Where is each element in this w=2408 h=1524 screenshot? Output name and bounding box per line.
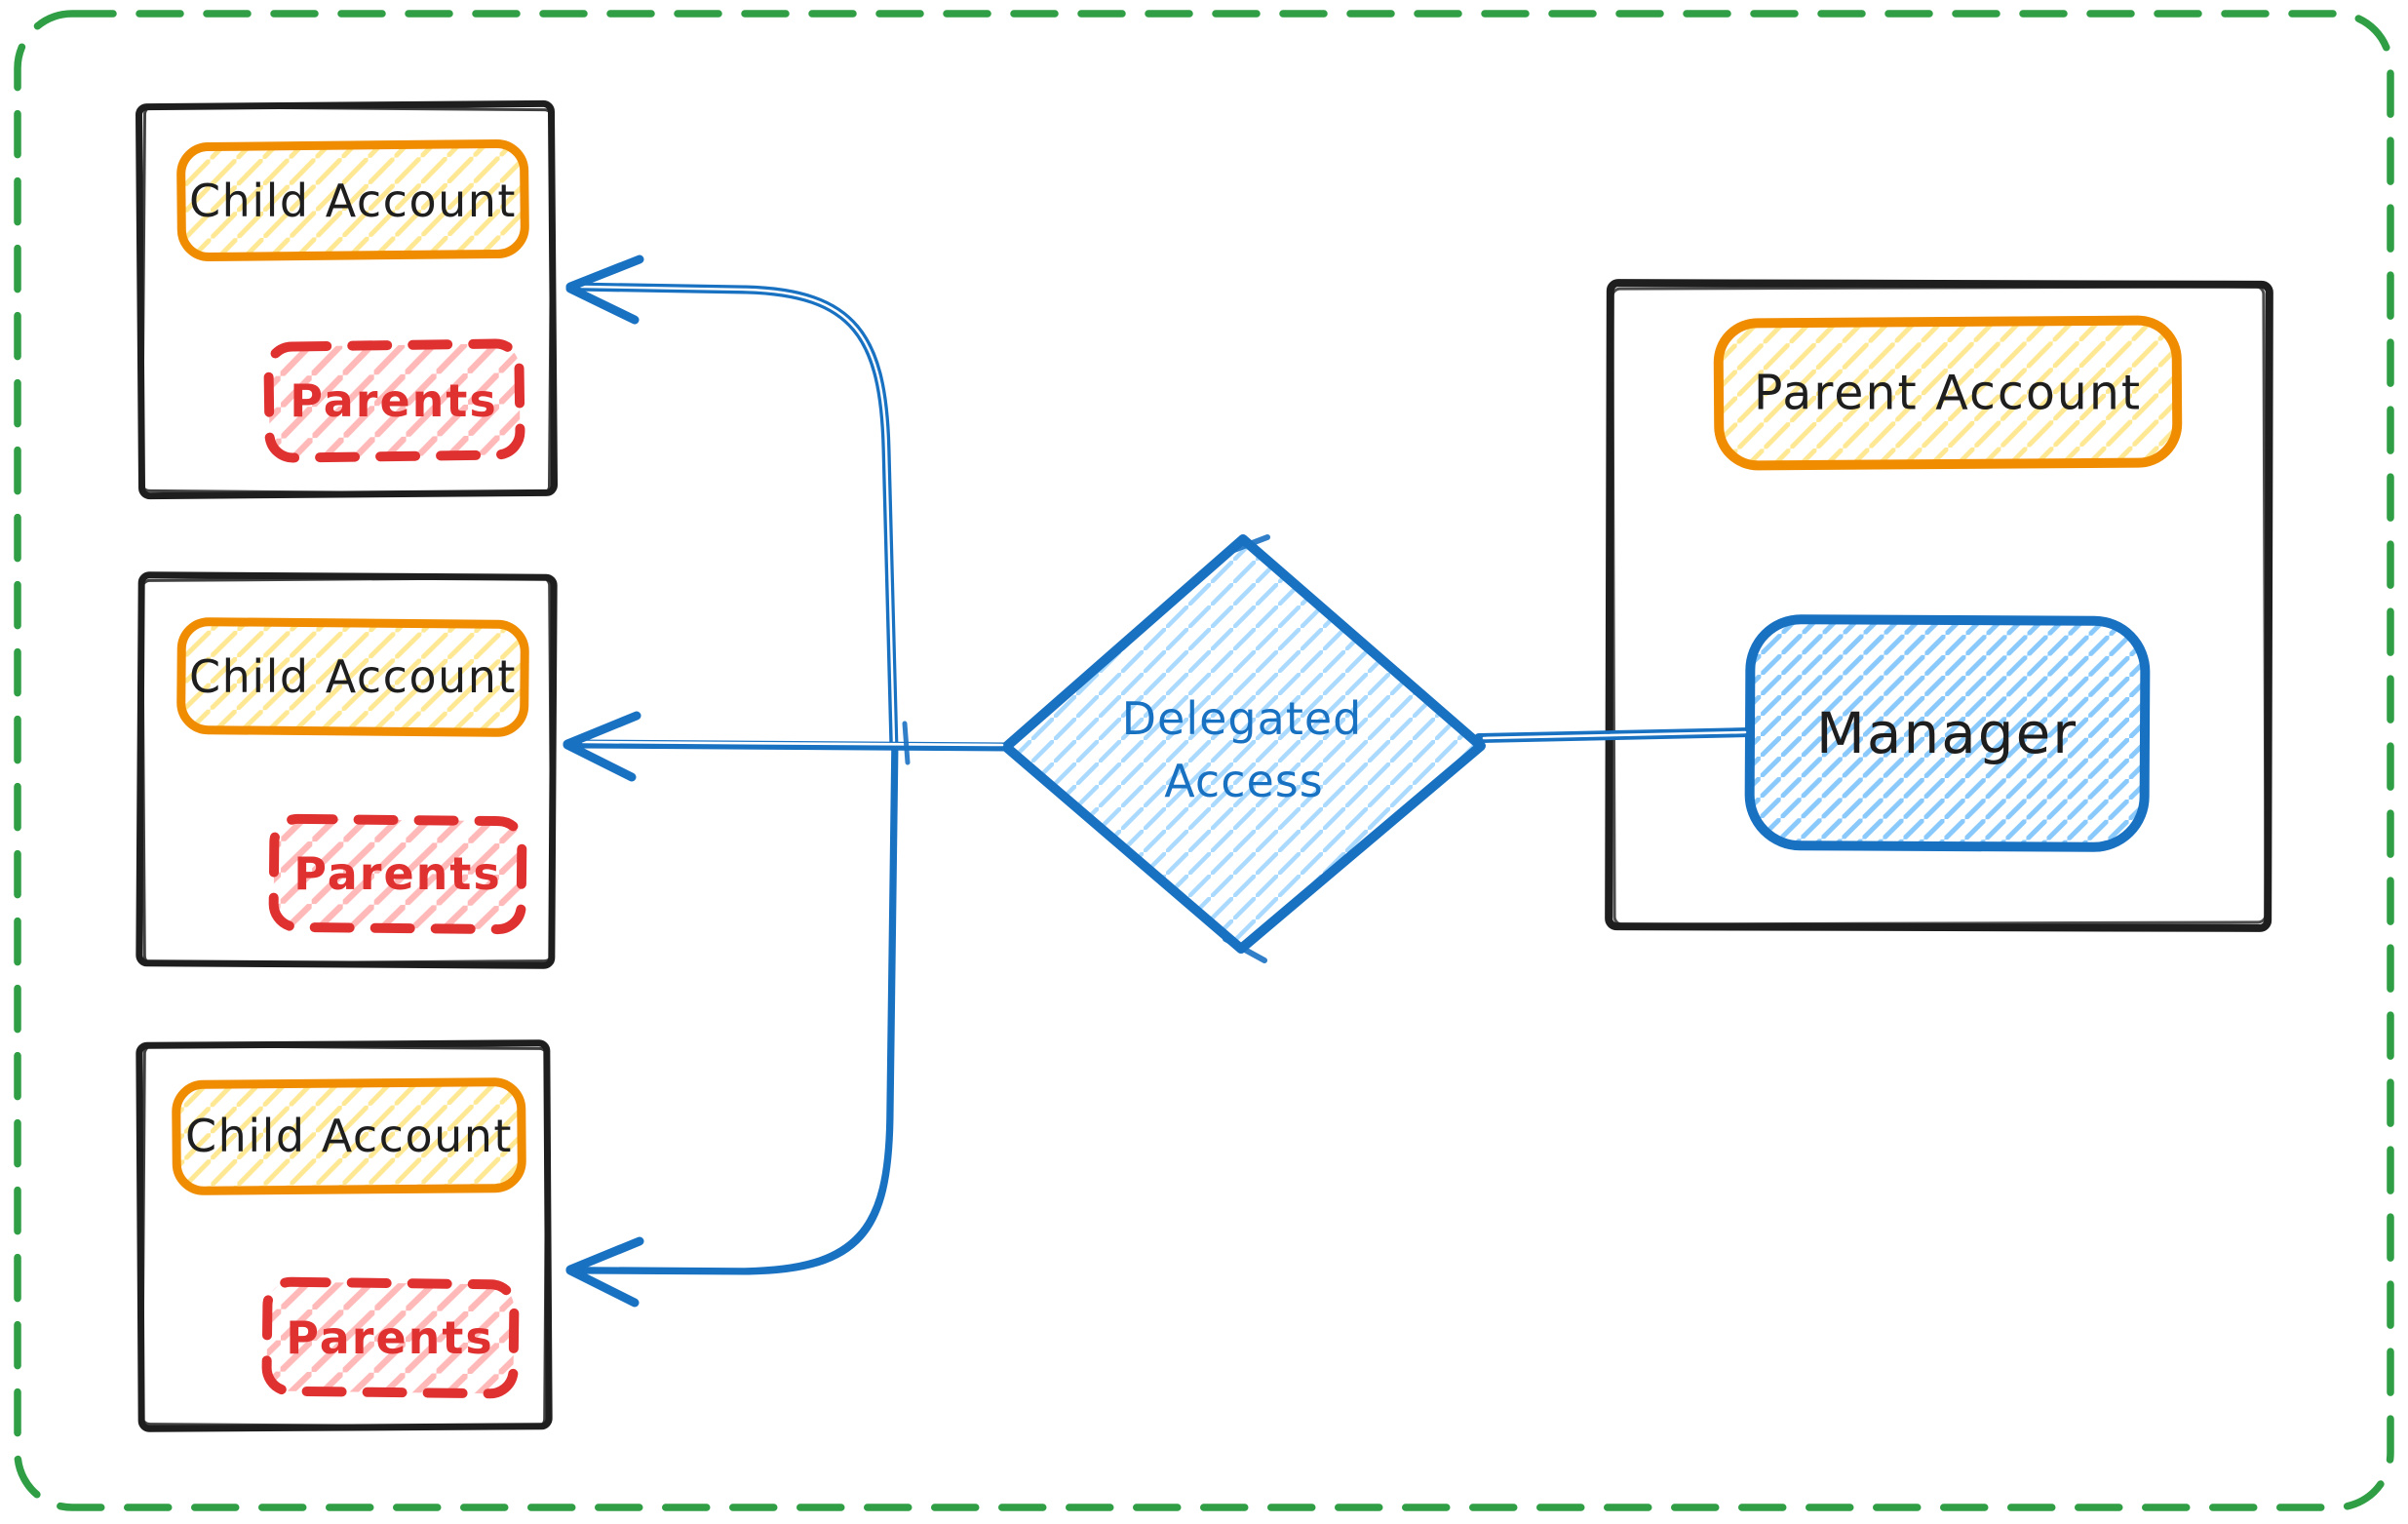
- delegated-access-diamond: Delegated Access: [1001, 534, 1486, 963]
- edge-junction-tick: [902, 721, 911, 765]
- parent-account-box-echo: [1611, 285, 2268, 926]
- edge-manager-to-delegated: [1474, 727, 1754, 743]
- edge-delegated-to-child-1: [565, 254, 899, 754]
- child-account-label-2: Child Account: [189, 650, 517, 703]
- diamond-corner-sketch-ticks: [1223, 534, 1270, 963]
- parents-badge-label-3: Parents: [286, 1311, 494, 1364]
- edge-child-2-line: [570, 739, 1012, 752]
- edge-child-3-line: [568, 742, 899, 1275]
- child-account-label-3: Child Account: [185, 1110, 513, 1162]
- delegated-access-label-line2: Access: [1164, 755, 1323, 807]
- parent-account-label: Parent Account: [1754, 366, 2142, 421]
- edge-child-3-line-core: [579, 749, 892, 1269]
- manager-label: Manager: [1816, 700, 2078, 766]
- edge-child-1-line: [568, 282, 899, 754]
- parents-badge-label-1: Parents: [290, 374, 498, 427]
- edge-delegated-to-child-3: [565, 742, 899, 1308]
- child-account-box-3-outline: [136, 1039, 553, 1432]
- parent-account-node: Parent Account Manager: [1605, 279, 2273, 932]
- parents-badge-box-1: [263, 338, 525, 463]
- child-account-label-1: Child Account: [189, 175, 517, 227]
- edge-child-2-line-core: [581, 740, 1004, 747]
- delegated-access-label-line1: Delegated: [1122, 692, 1363, 745]
- edge-manager-line-core: [1482, 730, 1747, 740]
- child-account-node-2: Child Account Parents: [136, 571, 558, 969]
- edge-child-1-line-core: [579, 285, 896, 745]
- parent-account-label-box: [1713, 315, 2183, 471]
- edge-delegated-to-child-2: [563, 711, 1012, 782]
- child-account-node-3: Child Account Parents: [136, 1039, 553, 1432]
- child-account-node-1: Child Account Parents: [136, 99, 559, 500]
- child-account-label-box-1: [176, 138, 529, 262]
- child-account-box-1-outline: [136, 99, 559, 500]
- arrowhead-child-1: [565, 254, 644, 325]
- child-account-box-2-echo: [140, 576, 554, 965]
- arrowhead-child-2: [563, 711, 641, 782]
- child-account-box-3-echo: [140, 1044, 549, 1428]
- parents-badge-box-2: [268, 813, 527, 935]
- child-account-box-1-echo: [140, 104, 554, 496]
- parents-badge-box-3: [261, 1276, 520, 1399]
- canvas-frame-border: [14, 10, 2394, 1511]
- arrowhead-child-3: [565, 1236, 644, 1308]
- parents-badge-label-2: Parents: [293, 847, 502, 900]
- child-account-label-box-3: [172, 1077, 526, 1195]
- child-account-box-2-outline: [136, 571, 558, 969]
- parent-account-box-outline: [1605, 279, 2273, 932]
- child-account-label-box-2: [176, 617, 529, 737]
